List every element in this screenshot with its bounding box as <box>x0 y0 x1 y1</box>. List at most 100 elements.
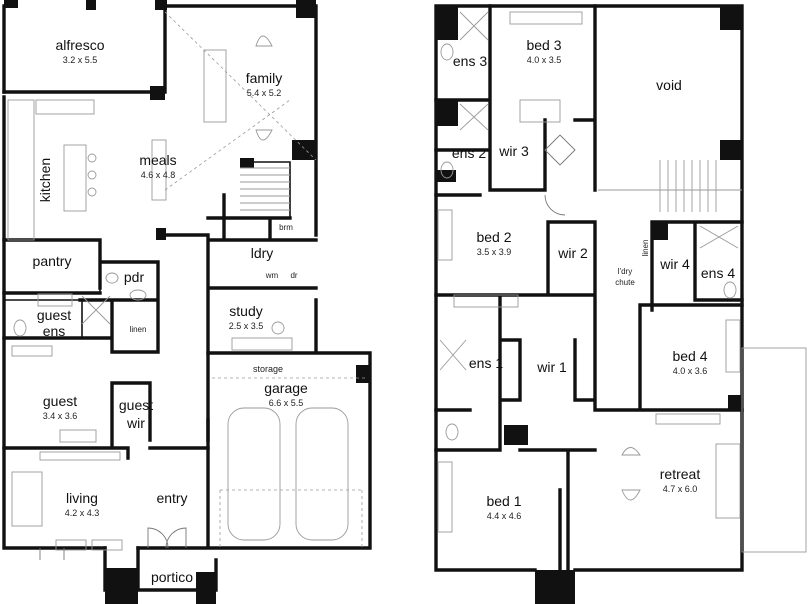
shower <box>81 295 111 325</box>
column <box>240 158 254 168</box>
column <box>156 228 166 240</box>
void-lines <box>164 11 317 191</box>
ens1-label: ens 1 <box>469 355 503 371</box>
entry-label: entry <box>156 490 187 506</box>
ens3-shower <box>459 11 489 41</box>
ldry-label: ldry <box>251 245 274 261</box>
column <box>292 140 316 160</box>
bed1-size: 4.4 x 4.6 <box>487 511 522 521</box>
wir4-label: wir 4 <box>659 256 690 272</box>
linen-label: linen <box>130 325 147 334</box>
ens1-vanity <box>453 294 519 308</box>
guest-ens-label-1: guest <box>37 307 71 323</box>
car <box>227 407 281 541</box>
living-sofa <box>11 471 43 527</box>
ground-inner-walls <box>2 193 318 592</box>
ground-thin-walls <box>4 161 291 338</box>
bed3-size: 4.0 x 3.5 <box>527 55 562 65</box>
dr-label: dr <box>290 271 297 280</box>
ens1-shower <box>439 339 467 371</box>
bed3-label: bed 3 <box>526 37 561 53</box>
living-size: 4.2 x 4.3 <box>65 508 100 518</box>
ens4-shower <box>699 225 739 249</box>
ens4-label: ens 4 <box>701 265 735 281</box>
bed2-bedhead <box>437 209 453 261</box>
study-size: 2.5 x 3.5 <box>229 321 264 331</box>
family-size: 5.4 x 5.2 <box>247 88 282 98</box>
guest-wir-label-1: guest <box>119 397 153 413</box>
study-chair <box>271 321 285 335</box>
bed1-label: bed 1 <box>486 493 521 509</box>
ldry-chute-label-1: l'dry <box>618 267 632 276</box>
column <box>652 222 668 240</box>
bed4-bedhead <box>725 319 741 373</box>
retreat-label: retreat <box>660 466 701 482</box>
pdr-basin <box>129 289 147 301</box>
column <box>86 0 96 10</box>
linen-label-first: linen <box>641 240 650 257</box>
column <box>436 6 458 40</box>
stool <box>87 170 97 180</box>
bed4-size: 4.0 x 3.6 <box>673 366 708 376</box>
wir2-label: wir 2 <box>557 245 588 261</box>
garage-cars <box>212 377 366 548</box>
stool <box>87 153 97 163</box>
bed3-robe <box>509 11 583 25</box>
kitchen-island <box>63 144 87 212</box>
wir3-label: wir 3 <box>498 143 529 159</box>
family-sofa <box>203 49 227 123</box>
column <box>150 86 165 100</box>
kitchen-bench <box>7 99 35 241</box>
brm-label: brm <box>279 223 293 232</box>
retreat-chairs <box>621 447 641 501</box>
ens2-shower <box>459 103 489 131</box>
meals-size: 4.6 x 4.8 <box>141 170 176 180</box>
column <box>728 395 742 411</box>
guest-label: guest <box>43 393 77 409</box>
guest-ens-label-2: ens <box>43 323 66 339</box>
ens2-label: ens 2 <box>452 145 486 161</box>
garage-size: 6.6 x 5.5 <box>269 398 304 408</box>
family-label: family <box>246 70 283 86</box>
ldry-chute-label-2: chute <box>615 278 635 287</box>
guest-robe <box>11 345 53 357</box>
vanity <box>37 293 73 307</box>
ens2-toilet <box>440 161 454 179</box>
wir3-doors <box>544 134 576 216</box>
family-chairs <box>255 35 273 141</box>
guest-bed-end <box>59 429 97 443</box>
portico-label: portico <box>151 569 193 585</box>
ens3-label: ens 3 <box>453 53 487 69</box>
meals-table <box>151 139 167 201</box>
first-stairs <box>598 160 742 212</box>
column <box>535 570 575 604</box>
column <box>436 100 458 126</box>
alfresco-size: 3.2 x 5.5 <box>63 55 98 65</box>
kitchen-rear-bench <box>35 99 95 115</box>
ens1-toilet <box>445 423 459 441</box>
pdr-label: pdr <box>124 269 145 285</box>
garage-label: garage <box>264 380 308 396</box>
column <box>720 140 742 160</box>
living-unit <box>39 451 121 461</box>
column <box>4 0 18 8</box>
retreat-unit <box>655 413 721 425</box>
living-label: living <box>66 490 98 506</box>
ground-stairs <box>240 167 290 211</box>
bed2-label: bed 2 <box>476 229 511 245</box>
living-chair <box>91 539 123 551</box>
study-label: study <box>229 303 262 319</box>
column <box>720 6 742 30</box>
void-label: void <box>656 77 682 93</box>
wm-label: wm <box>265 271 279 280</box>
ens3-toilet <box>440 43 454 61</box>
stool <box>87 187 97 197</box>
balcony <box>741 347 807 553</box>
meals-label: meals <box>139 152 176 168</box>
ground-floor-plan: alfresco 3.2 x 5.5 family 5.4 x 5.2 meal… <box>2 0 372 604</box>
kitchen-label: kitchen <box>37 158 53 202</box>
guest-wir-label-2: wir <box>126 415 145 431</box>
pantry-label: pantry <box>33 253 72 269</box>
ens4-toilet <box>723 281 737 299</box>
ground-outer-wall <box>2 4 372 550</box>
